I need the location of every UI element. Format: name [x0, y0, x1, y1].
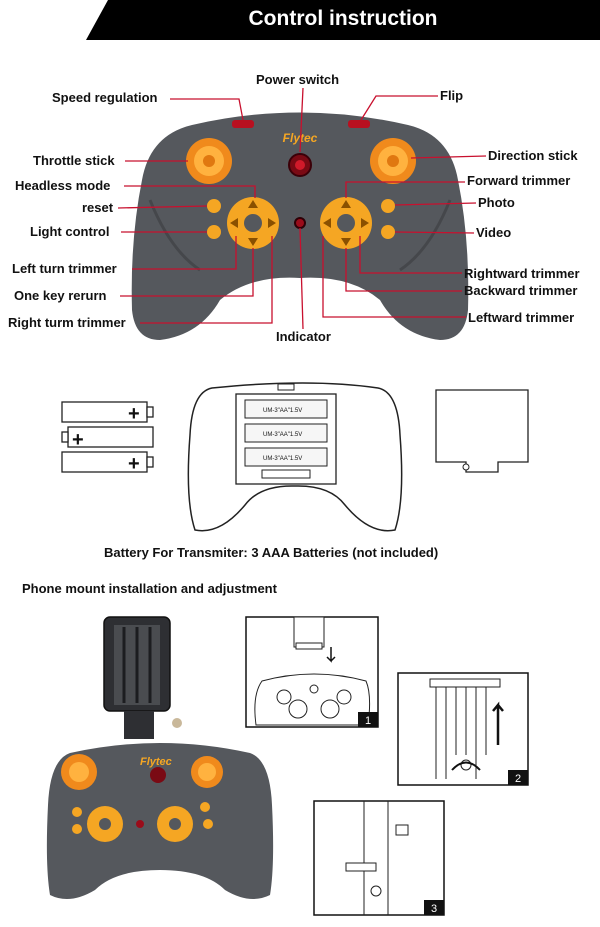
label-headless-mode: Headless mode	[15, 178, 111, 193]
label-indicator: Indicator	[276, 329, 331, 344]
grip-shading	[148, 199, 201, 272]
label-power-switch: Power switch	[256, 72, 340, 87]
phone-mount-title: Phone mount installation and adjustment	[22, 581, 277, 596]
step-3-box	[313, 800, 445, 916]
battery-diagram: + + + UM-3"AA"1.5V UM-3"AA"1.5V UM-3"AA"…	[61, 382, 529, 532]
step-1-number: 1	[365, 715, 371, 727]
label-forward-trimmer: Forward trimmer	[467, 173, 571, 188]
label-leftward-trimmer: Leftward trimmer	[468, 310, 575, 325]
compartment-cells	[244, 399, 328, 467]
cell-label-2: UM-3"AA"1.5V	[263, 432, 302, 438]
step-2-number: 2	[515, 773, 521, 785]
grip-shading-right	[399, 199, 452, 272]
indicator-light	[294, 217, 306, 229]
flip-button	[348, 120, 370, 128]
battery-3-plus: +	[128, 453, 140, 475]
battery-lid	[435, 389, 529, 473]
label-backward-trimmer: Backward trimmer	[464, 283, 578, 298]
photo-button	[381, 199, 395, 213]
battery-2-plus: +	[72, 429, 84, 451]
label-rightward-trimmer: Rightward trimmer	[464, 266, 580, 281]
banner-shape	[86, 0, 600, 40]
phone-mount-brand: Flytec	[140, 756, 172, 768]
label-speed-regulation: Speed regulation	[52, 90, 158, 105]
leader-lines	[117, 87, 487, 330]
label-video: Video	[476, 225, 512, 240]
label-right-turn-trimmer: Right turm trimmer	[8, 315, 126, 330]
phone-mount-diagram: Flytec 1 2 3	[46, 616, 529, 916]
label-direction-stick: Direction stick	[488, 148, 578, 163]
label-flip: Flip	[440, 88, 464, 103]
battery-1-plus: +	[128, 403, 140, 425]
video-button	[381, 225, 395, 239]
label-one-key-return: One key rerurn	[14, 288, 107, 303]
controller-diagram: Flytec	[117, 87, 487, 340]
cell-label-3: UM-3"AA"1.5V	[263, 456, 302, 462]
label-light-control: Light control	[30, 224, 110, 239]
label-left-turn-trimmer: Left turn trimmer	[12, 261, 117, 276]
header-banner: Control instruction	[86, 0, 600, 40]
loose-batteries	[61, 401, 154, 473]
reset-button	[207, 199, 221, 213]
label-throttle-stick: Throttle stick	[33, 153, 115, 168]
step-3-number: 3	[431, 903, 437, 915]
light-control-button	[207, 225, 221, 239]
speed-regulation-button	[232, 120, 254, 128]
battery-caption: Battery For Transmiter: 3 AAA Batteries …	[104, 545, 439, 560]
cell-label-1: UM-3"AA"1.5V	[263, 408, 302, 414]
label-reset: reset	[82, 200, 114, 215]
label-photo: Photo	[478, 195, 515, 210]
page-title: Control instruction	[248, 7, 438, 30]
